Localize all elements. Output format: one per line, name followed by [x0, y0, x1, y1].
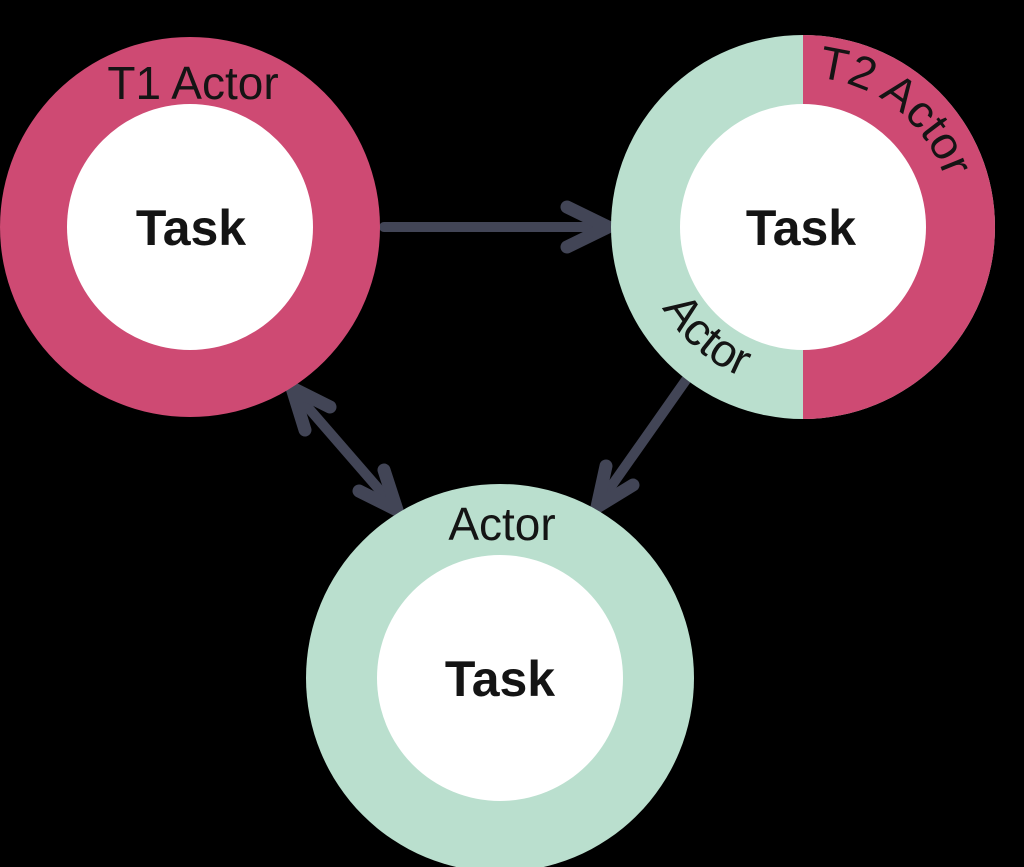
edge-task1-task3-shaft	[293, 391, 395, 507]
arrowhead-downright-icon	[352, 463, 404, 517]
edge-task2-to-task3	[590, 375, 691, 514]
edge-task1-to-task2	[379, 200, 615, 254]
task2-center-label: Task	[746, 200, 856, 256]
arrowhead-upleft-icon	[285, 381, 337, 437]
task3-ring-label: Actor	[448, 498, 555, 550]
task3-center-label: Task	[445, 651, 555, 707]
edge-task2-task3-shaft	[598, 375, 691, 503]
task1-center-label: Task	[136, 200, 246, 256]
task1-ring-label: T1 Actor	[107, 57, 278, 109]
edges	[285, 200, 691, 517]
node-task2: T2 Actor Actor Task	[611, 35, 995, 419]
node-task1: T1 Actor Task	[0, 37, 380, 417]
arrowhead-downleft-icon	[590, 459, 640, 514]
task1-core	[67, 104, 313, 350]
task2-core	[680, 104, 926, 350]
node-task3: Actor Task	[306, 484, 694, 867]
edge-task1-task3-bidirectional	[285, 381, 404, 517]
task3-core	[377, 555, 623, 801]
arrowhead-right-icon	[560, 200, 615, 254]
